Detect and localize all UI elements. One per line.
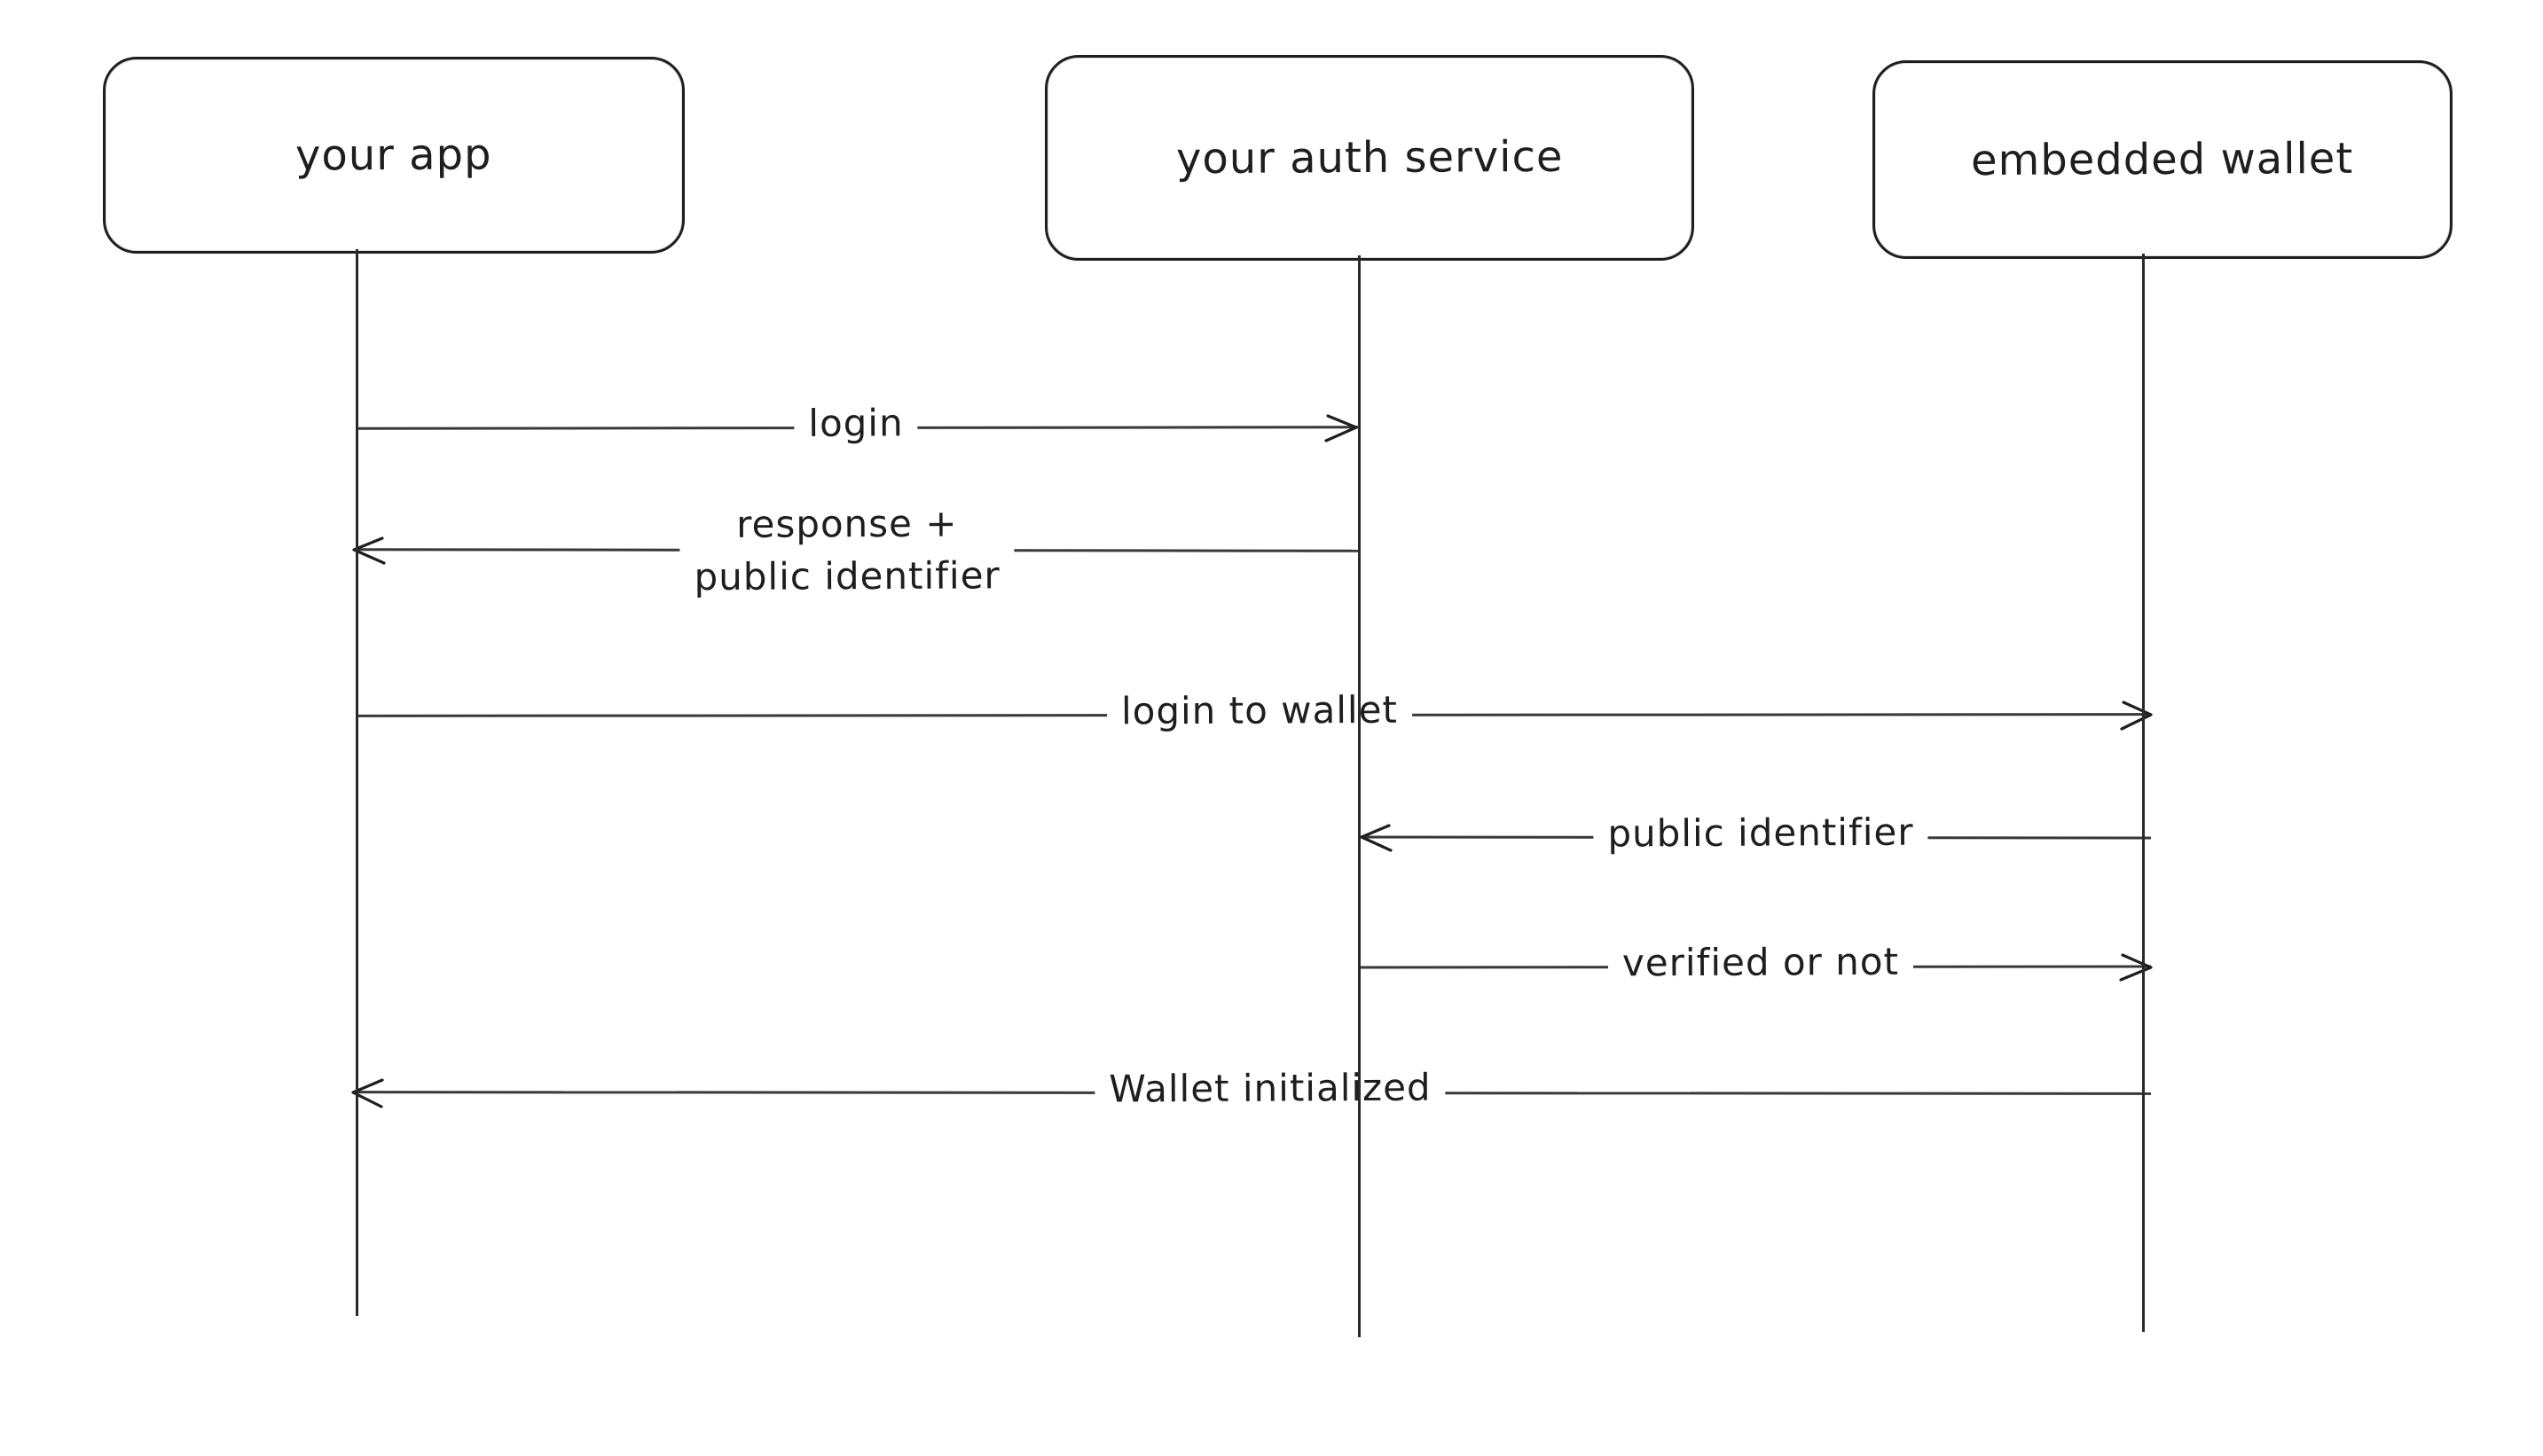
actor-box-your-app: your app bbox=[103, 57, 685, 254]
message-label-wallet-initialized: Wallet initialized bbox=[1095, 1060, 1446, 1118]
arrowhead-left-icon bbox=[350, 1077, 386, 1109]
message-label-response-public-identifier: response + public identifier bbox=[679, 496, 1015, 606]
actor-label-your-app: your app bbox=[295, 129, 492, 181]
lifeline-embedded-wallet bbox=[2142, 254, 2145, 1332]
lifeline-your-app bbox=[356, 249, 358, 1316]
message-label-verified-or-not: verified or not bbox=[1607, 934, 1914, 992]
lifeline-auth-service bbox=[1358, 255, 1361, 1337]
actor-label-embedded-wallet: embedded wallet bbox=[1971, 133, 2354, 186]
message-label-login-to-wallet: login to wallet bbox=[1106, 682, 1413, 740]
arrowhead-right-icon bbox=[2118, 700, 2154, 732]
actor-box-auth-service: your auth service bbox=[1045, 55, 1694, 261]
message-label-login: login bbox=[794, 395, 918, 452]
arrowhead-left-icon bbox=[351, 535, 387, 567]
actor-label-auth-service: your auth service bbox=[1175, 131, 1564, 184]
actor-box-embedded-wallet: embedded wallet bbox=[1872, 60, 2453, 259]
arrowhead-right-icon bbox=[1323, 412, 1359, 444]
arrowhead-left-icon bbox=[1359, 822, 1394, 854]
arrowhead-right-icon bbox=[2118, 951, 2154, 983]
message-label-public-identifier: public identifier bbox=[1593, 804, 1928, 863]
